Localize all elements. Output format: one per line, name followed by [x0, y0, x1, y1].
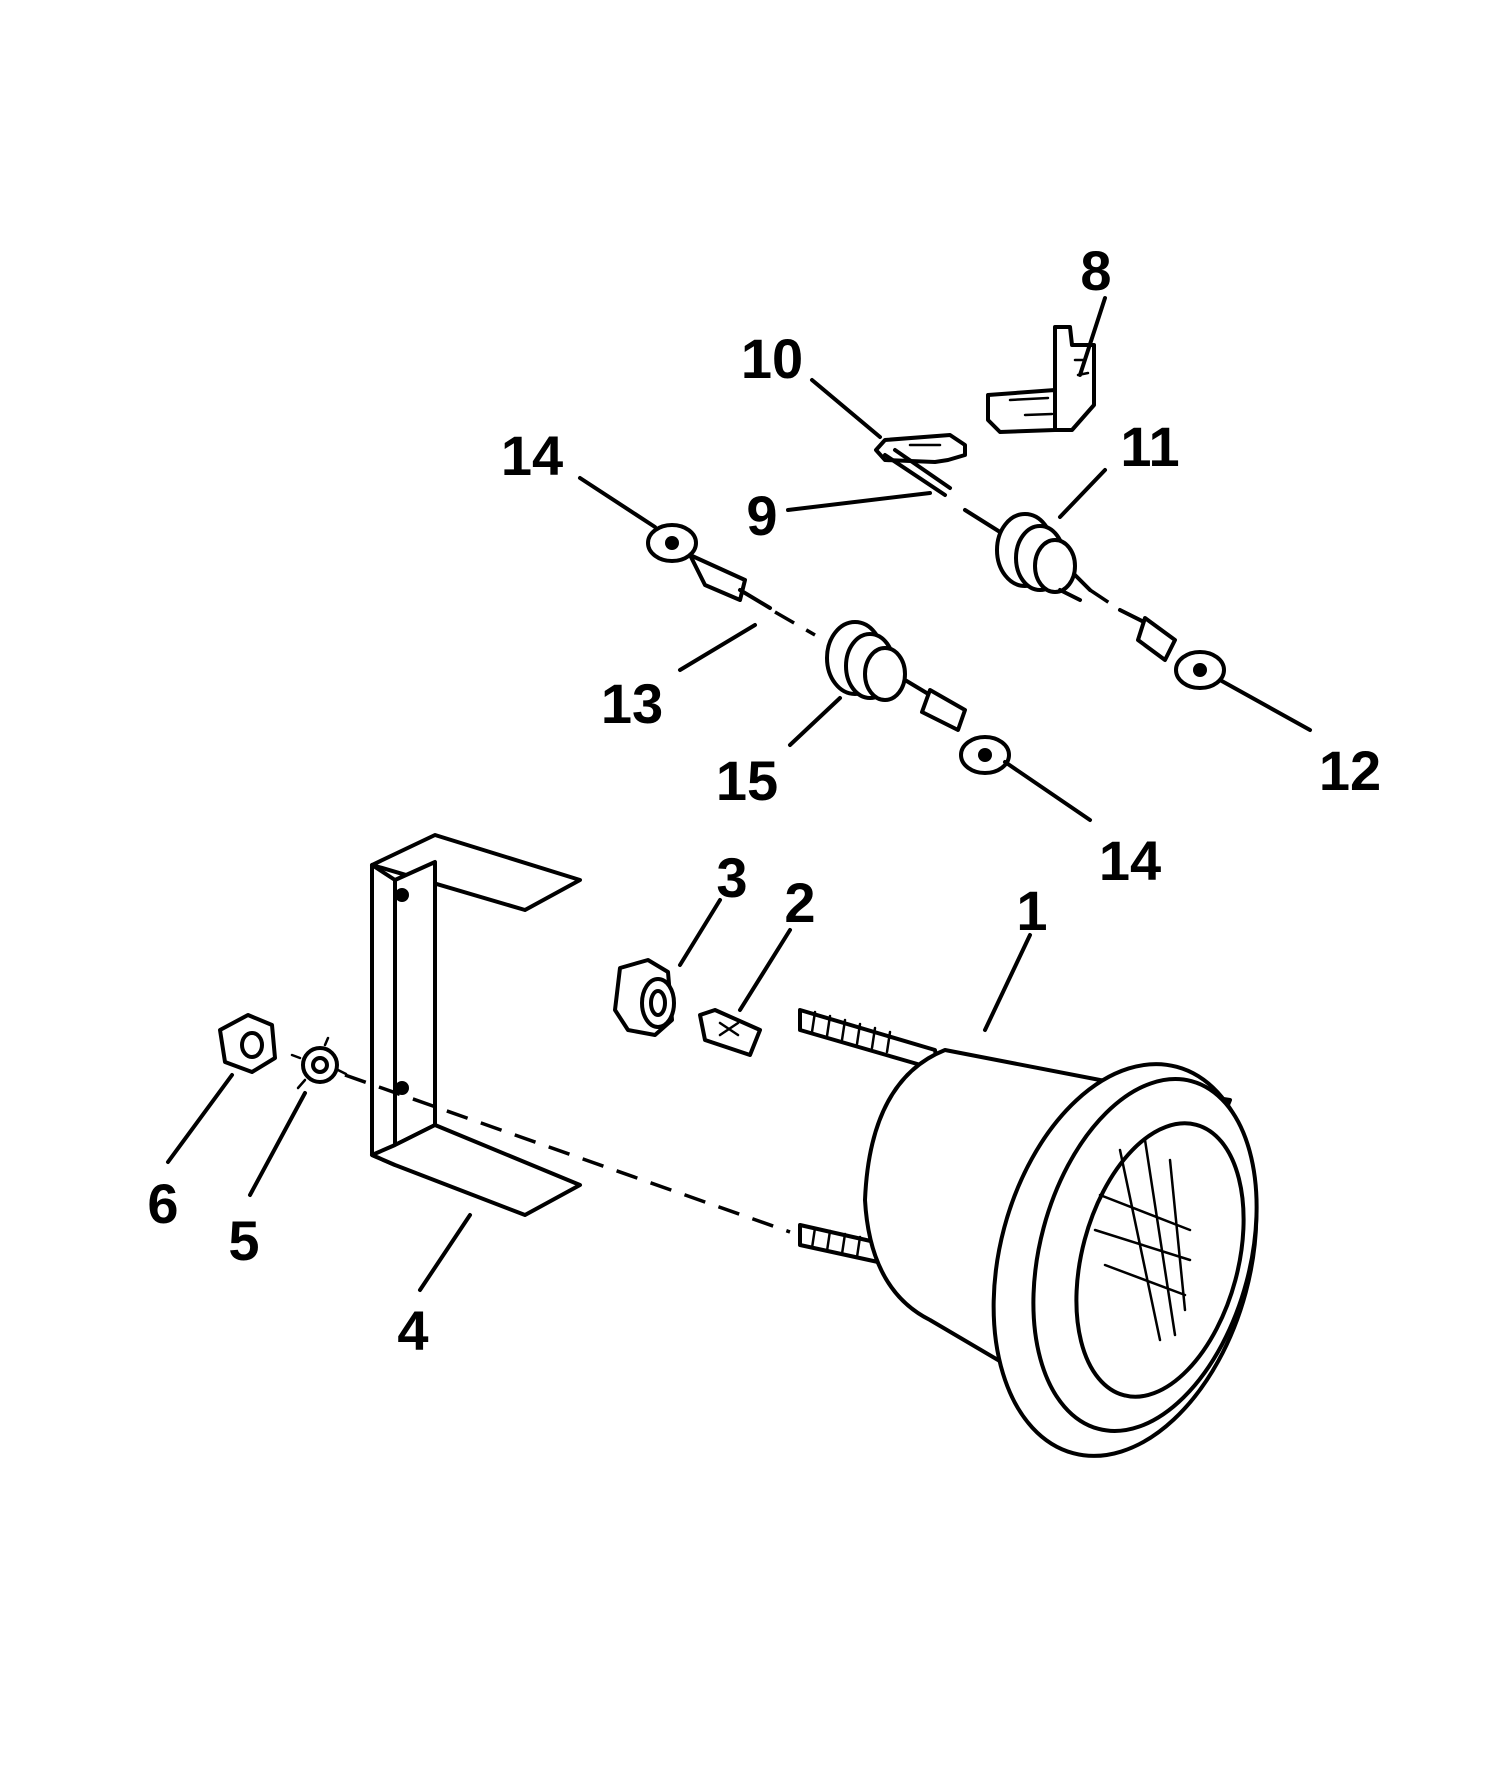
callout-5: 5 [228, 1209, 259, 1272]
callout-1: 1 [1016, 879, 1047, 942]
leader-lines [166, 296, 1312, 1292]
part-3-socket [613, 958, 676, 1037]
callout-13: 13 [601, 672, 663, 735]
part-4-mounting-bracket [370, 833, 582, 1217]
part-6-nut [218, 1013, 277, 1074]
callout-12: 12 [1319, 739, 1381, 802]
callout-14-lower: 14 [1099, 829, 1161, 892]
callout-14-upper: 14 [501, 424, 563, 487]
part-1-gauge [798, 1008, 1259, 1458]
callout-8: 8 [1080, 239, 1111, 302]
callout-9: 9 [746, 484, 777, 547]
callout-labels: 8 10 14 11 9 13 15 12 14 3 2 1 6 5 4 [147, 239, 1381, 1362]
wire-assembly-lower [646, 523, 1011, 775]
callout-6: 6 [147, 1172, 178, 1235]
callout-2: 2 [784, 871, 815, 934]
part-5-lock-washer [290, 1036, 348, 1090]
callout-15: 15 [716, 749, 778, 812]
part-9-wire [883, 448, 952, 497]
callout-3: 3 [716, 846, 747, 909]
mounting-axis-line [344, 1073, 791, 1234]
part-10-terminal [874, 433, 967, 464]
callout-4: 4 [397, 1299, 428, 1362]
callout-11: 11 [1120, 415, 1179, 478]
part-2-bulb [698, 1008, 762, 1057]
callout-10: 10 [741, 327, 803, 390]
part-8-bracket [986, 325, 1096, 434]
wire-assembly-upper [963, 508, 1226, 690]
